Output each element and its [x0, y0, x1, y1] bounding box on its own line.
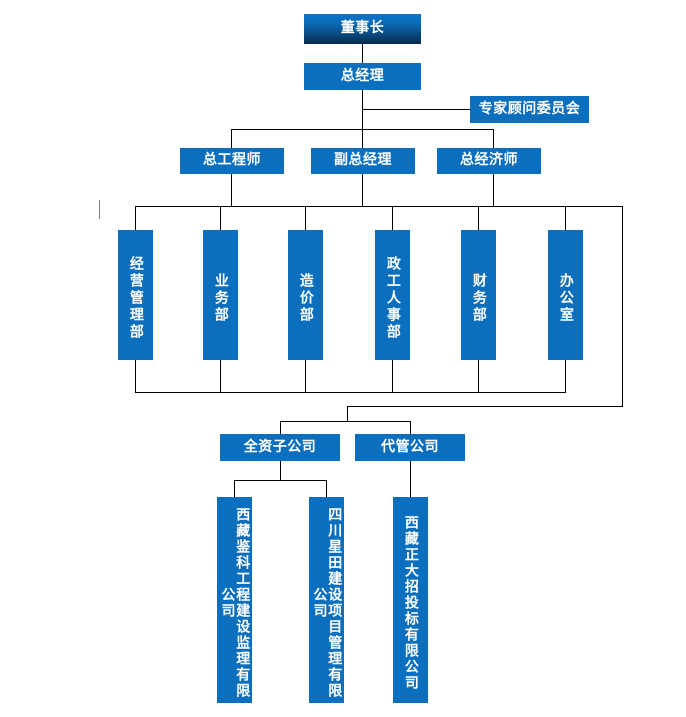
connector-dept-drop-3 — [305, 206, 306, 230]
connector-company-split-bus — [234, 480, 326, 481]
connector-department-top-bus — [135, 206, 622, 207]
connector-chairman-to-gm — [362, 44, 363, 63]
connector-dept-bottom-2 — [220, 360, 221, 392]
node-chairman-label: 董事长 — [340, 20, 385, 37]
department-box-3[interactable]: 造价部 — [288, 230, 323, 360]
connector-to-company-1 — [234, 480, 235, 497]
company-box-2[interactable]: 四川星田建设项目管理有限公司 — [309, 497, 344, 703]
connector-dept-drop-6 — [565, 206, 566, 230]
connector-dept-drop-1 — [135, 206, 136, 230]
company-label-1: 西藏鉴科工程建设监理有限公司 — [219, 507, 251, 699]
node-chief-engineer[interactable]: 总工程师 — [180, 148, 284, 174]
department-box-5[interactable]: 财务部 — [461, 230, 496, 360]
node-general-manager[interactable]: 总经理 — [304, 63, 421, 90]
company-label-2: 四川星田建设项目管理有限公司 — [311, 507, 343, 699]
connector-bus-to-chief-engineer — [231, 129, 232, 148]
connector-dept-drop-2 — [220, 206, 221, 230]
department-label-5: 财务部 — [470, 272, 487, 324]
connector-dept-bottom-1 — [135, 360, 136, 392]
connector-dept-bottom-4 — [392, 360, 393, 392]
connector-dept-bottom-3 — [305, 360, 306, 392]
connector-to-wholly-owned — [280, 421, 281, 434]
department-label-2: 业务部 — [212, 272, 229, 324]
node-chief-economist-label: 总经济师 — [460, 152, 518, 169]
connector-managed-drop — [410, 461, 411, 497]
node-advisory-committee-label: 专家顾问委员会 — [478, 100, 581, 117]
node-chairman[interactable]: 董事长 — [304, 14, 421, 44]
node-advisory-committee[interactable]: 专家顾问委员会 — [470, 96, 589, 123]
left-margin-tick — [99, 200, 100, 219]
department-box-2[interactable]: 业务部 — [203, 230, 238, 360]
connector-subsidiary-feeder-bus — [347, 406, 623, 407]
node-general-manager-label: 总经理 — [340, 67, 385, 84]
department-label-3: 造价部 — [297, 272, 314, 324]
connector-right-outer-drop — [622, 206, 623, 406]
connector-wholly-owned-drop — [280, 461, 281, 480]
connector-chief-engineer-drop — [231, 174, 232, 206]
node-subsidiary-wholly-owned-label: 全资子公司 — [243, 438, 317, 455]
department-box-4[interactable]: 政工人事部 — [375, 230, 410, 360]
node-deputy-general-manager-label: 副总经理 — [334, 152, 392, 169]
connector-department-bottom-bus — [135, 392, 566, 393]
connector-subsidiary-feeder-drop — [347, 406, 348, 421]
node-chief-engineer-label: 总工程师 — [203, 152, 261, 169]
connector-subsidiary-split-bus — [280, 421, 410, 422]
connector-dept-drop-4 — [392, 206, 393, 230]
connector-officers-bus — [231, 129, 493, 130]
node-deputy-general-manager[interactable]: 副总经理 — [311, 148, 415, 174]
connector-dept-bottom-6 — [565, 360, 566, 392]
department-label-6: 办公室 — [557, 272, 574, 324]
connector-dept-bottom-5 — [478, 360, 479, 392]
node-chief-economist[interactable]: 总经济师 — [437, 148, 541, 174]
connector-to-managed — [410, 421, 411, 434]
department-label-1: 经营管理部 — [127, 255, 144, 341]
connector-deputy-gm-drop — [362, 174, 363, 206]
department-box-1[interactable]: 经营管理部 — [118, 230, 153, 360]
department-box-6[interactable]: 办公室 — [548, 230, 583, 360]
connector-dept-drop-5 — [478, 206, 479, 230]
node-subsidiary-managed-label: 代管公司 — [381, 438, 439, 455]
connector-to-company-2 — [326, 480, 327, 497]
connector-chief-economist-drop — [493, 174, 494, 206]
company-label-3: 西藏正大招投标有限公司 — [402, 515, 419, 691]
department-label-4: 政工人事部 — [384, 255, 401, 341]
connector-gm-to-advisory — [362, 109, 471, 110]
company-box-3[interactable]: 西藏正大招投标有限公司 — [393, 497, 428, 703]
node-subsidiary-managed[interactable]: 代管公司 — [355, 434, 465, 461]
connector-bus-to-chief-economist — [493, 129, 494, 148]
company-box-1[interactable]: 西藏鉴科工程建设监理有限公司 — [217, 497, 252, 703]
node-subsidiary-wholly-owned[interactable]: 全资子公司 — [220, 434, 340, 461]
